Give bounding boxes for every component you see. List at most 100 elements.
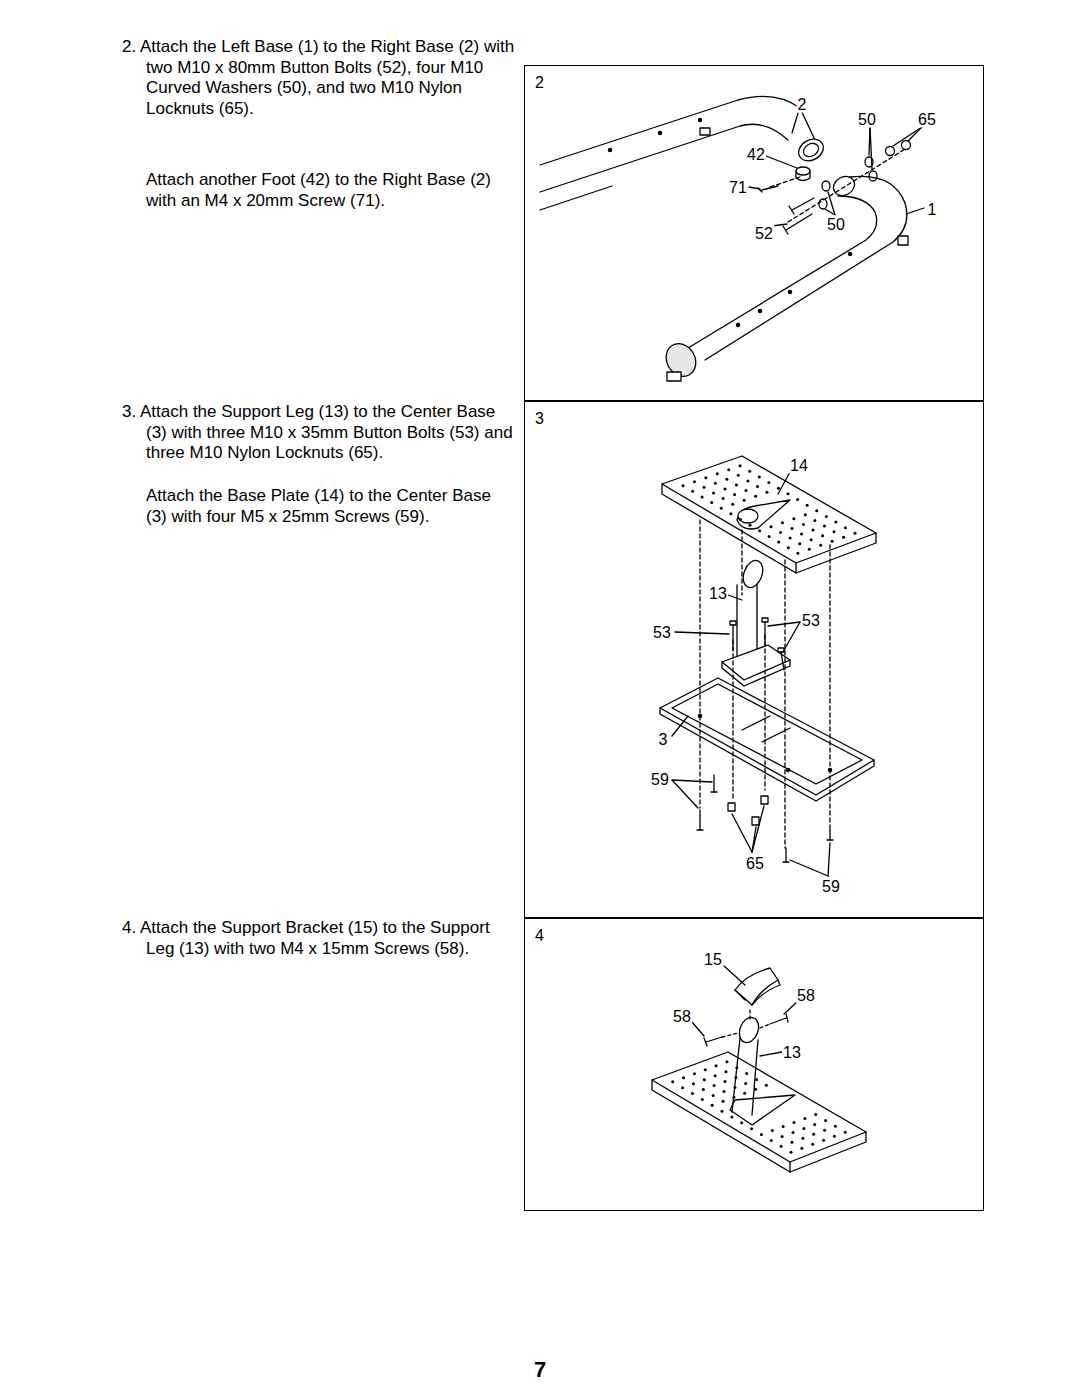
drawing-circle — [771, 1129, 774, 1132]
drawing-circle — [821, 534, 824, 537]
page-number: 7 — [534, 1358, 546, 1382]
drawing-circle — [745, 1072, 748, 1075]
drawing-circle — [790, 1151, 793, 1154]
instruction-text: Attach another Foot (42) to the Right Ba… — [146, 170, 494, 211]
drawing-circle — [801, 1137, 804, 1140]
drawing-circle — [766, 491, 769, 494]
drawing-circle — [746, 479, 749, 482]
drawing-circle — [803, 1117, 806, 1120]
step-number: 4 — [535, 927, 544, 945]
drawing-circle — [701, 495, 704, 498]
drawing-circle — [733, 1086, 736, 1089]
drawing-rect — [752, 817, 759, 825]
drawing-circle — [813, 519, 816, 522]
callout-number: 59 — [821, 878, 841, 895]
right-base-tube — [540, 96, 827, 210]
drawing-ellipse — [660, 338, 701, 381]
drawing-circle — [806, 504, 809, 507]
drawing-circle — [671, 1080, 674, 1083]
drawing-path — [788, 146, 910, 222]
drawing-circle — [756, 485, 759, 488]
drawing-circle — [710, 501, 713, 504]
drawing-circle — [754, 495, 757, 498]
drawing-circle — [779, 531, 782, 534]
drawing-path — [711, 791, 717, 792]
drawing-path — [766, 156, 797, 168]
drawing-circle — [720, 507, 723, 510]
drawing-circle — [658, 131, 661, 134]
drawing-circle — [792, 517, 795, 520]
drawing-circle — [714, 1074, 717, 1077]
drawing-circle — [732, 1096, 735, 1099]
drawing-circle — [782, 1125, 785, 1128]
callout-number: 42 — [746, 146, 766, 163]
drawing-circle — [758, 309, 761, 312]
callout-number: 65 — [745, 855, 765, 872]
drawing-path — [783, 226, 788, 234]
drawing-path — [789, 206, 794, 214]
support-leg-assembled — [732, 1015, 762, 1115]
drawing-circle — [722, 497, 725, 500]
drawing-circle — [831, 540, 834, 543]
callout-number: 1 — [927, 201, 938, 218]
drawing-path — [672, 716, 688, 736]
drawing-circle — [798, 542, 801, 545]
drawing-circle — [854, 532, 857, 535]
drawing-circle — [813, 1123, 816, 1126]
callout-number: 59 — [650, 771, 670, 788]
drawing-circle — [802, 1127, 805, 1130]
drawing-path — [724, 966, 745, 985]
drawing-path — [752, 980, 780, 1005]
drawing-circle — [777, 541, 780, 544]
drawing-circle — [693, 1072, 696, 1075]
drawing-path — [784, 1002, 797, 1014]
callout-number: 15 — [703, 951, 723, 968]
drawing-circle — [744, 1082, 747, 1085]
drawing-circle — [749, 524, 752, 527]
drawing-rect — [667, 372, 681, 381]
drawing-circle — [780, 1145, 783, 1148]
drawing-path — [722, 660, 790, 686]
drawing-circle — [842, 536, 845, 539]
drawing-path — [735, 990, 745, 1000]
drawing-path — [732, 1038, 740, 1112]
drawing-circle — [792, 1131, 795, 1134]
drawing-path — [792, 198, 814, 210]
drawing-path — [760, 1024, 770, 1028]
drawing-circle — [714, 482, 717, 485]
drawing-path — [752, 1040, 758, 1115]
drawing-circle — [724, 1080, 727, 1083]
drawing-circle — [712, 491, 715, 494]
drawing-path — [827, 839, 833, 840]
callout-number: 71 — [728, 179, 748, 196]
drawing-path — [697, 829, 703, 830]
drawing-circle — [844, 1131, 847, 1134]
base-plate — [662, 456, 876, 573]
drawing-path — [699, 520, 700, 808]
drawing-circle — [825, 515, 828, 518]
drawing-path — [737, 500, 790, 529]
drawing-circle — [739, 464, 742, 467]
drawing-path — [692, 1022, 704, 1036]
drawing-circle — [812, 1133, 815, 1136]
drawing-path — [829, 545, 830, 825]
drawing-circle — [704, 1068, 707, 1071]
drawing-circle — [804, 513, 807, 516]
drawing-circle — [737, 474, 740, 477]
drawing-path — [749, 187, 760, 189]
drawing-polygon — [722, 645, 790, 680]
drawing-path — [732, 640, 733, 800]
drawing-ellipse — [796, 167, 810, 175]
drawing-path — [732, 814, 752, 852]
drawing-circle — [722, 1100, 725, 1103]
drawing-circle — [704, 476, 707, 479]
drawing-circle — [725, 478, 728, 481]
drawing-path — [742, 716, 770, 730]
drawing-path — [786, 1014, 788, 1022]
drawing-circle — [815, 509, 818, 512]
drawing-circle — [834, 1125, 837, 1128]
drawing-circle — [810, 538, 813, 541]
drawing-path — [741, 530, 742, 595]
drawing-path — [749, 1010, 750, 1020]
drawing-circle — [808, 548, 811, 551]
